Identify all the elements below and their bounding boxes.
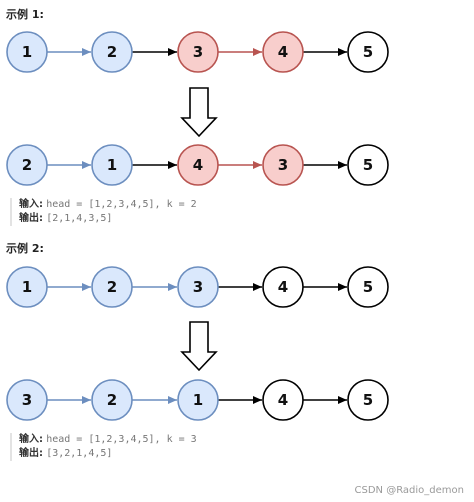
list-node xyxy=(262,31,304,73)
output-label: 输出: xyxy=(19,448,43,459)
node-label: 2 xyxy=(107,278,117,296)
watermark: CSDN @Radio_demon xyxy=(354,485,465,496)
list-node xyxy=(347,144,389,186)
node-label: 2 xyxy=(22,156,32,174)
node-label: 3 xyxy=(22,391,32,409)
node-label: 5 xyxy=(363,43,373,61)
input-value: head = [1,2,3,4,5], k = 2 xyxy=(46,199,197,210)
node-label: 5 xyxy=(363,278,373,296)
list-node xyxy=(347,379,389,421)
node-label: 3 xyxy=(278,156,288,174)
node-label: 1 xyxy=(107,156,117,174)
list-node xyxy=(6,379,48,421)
list-node xyxy=(6,31,48,73)
input-label: 输入: xyxy=(19,434,43,445)
example-2-io: 输入: head = [1,2,3,4,5], k = 3 输出: [3,2,1… xyxy=(10,433,197,461)
list-node xyxy=(347,266,389,308)
example-2-input-line: 输入: head = [1,2,3,4,5], k = 3 xyxy=(19,433,197,447)
output-value: [2,1,4,3,5] xyxy=(46,213,113,224)
list-node xyxy=(6,144,48,186)
node-label: 4 xyxy=(278,278,288,296)
node-label: 2 xyxy=(107,43,117,61)
node-label: 3 xyxy=(193,278,203,296)
list-node xyxy=(262,379,304,421)
node-label: 1 xyxy=(22,43,32,61)
transform-arrow-1 xyxy=(180,87,218,138)
node-label: 2 xyxy=(107,391,117,409)
node-label: 4 xyxy=(278,391,288,409)
list-node xyxy=(177,144,219,186)
list-node xyxy=(262,144,304,186)
node-label: 3 xyxy=(193,43,203,61)
list-node xyxy=(347,31,389,73)
list-node xyxy=(91,266,133,308)
list-node xyxy=(177,266,219,308)
input-value: head = [1,2,3,4,5], k = 3 xyxy=(46,434,197,445)
example-2-title: 示例 2: xyxy=(6,242,44,255)
output-label: 输出: xyxy=(19,213,43,224)
node-label: 4 xyxy=(193,156,203,174)
list-node xyxy=(177,379,219,421)
example-2-output-line: 输出: [3,2,1,4,5] xyxy=(19,447,197,461)
node-label: 1 xyxy=(193,391,203,409)
example-1-output-line: 输出: [2,1,4,3,5] xyxy=(19,212,197,226)
list-node xyxy=(177,31,219,73)
node-label: 1 xyxy=(22,278,32,296)
example-1-title: 示例 1: xyxy=(6,8,44,21)
list-node xyxy=(6,266,48,308)
node-label: 5 xyxy=(363,156,373,174)
list-node xyxy=(91,144,133,186)
transform-arrow-2 xyxy=(180,321,218,372)
node-label: 4 xyxy=(278,43,288,61)
list-node xyxy=(91,31,133,73)
list-node xyxy=(262,266,304,308)
input-label: 输入: xyxy=(19,199,43,210)
list-node xyxy=(91,379,133,421)
output-value: [3,2,1,4,5] xyxy=(46,448,113,459)
node-label: 5 xyxy=(363,391,373,409)
example-1-io: 输入: head = [1,2,3,4,5], k = 2 输出: [2,1,4… xyxy=(10,198,197,226)
example-1-input-line: 输入: head = [1,2,3,4,5], k = 2 xyxy=(19,198,197,212)
